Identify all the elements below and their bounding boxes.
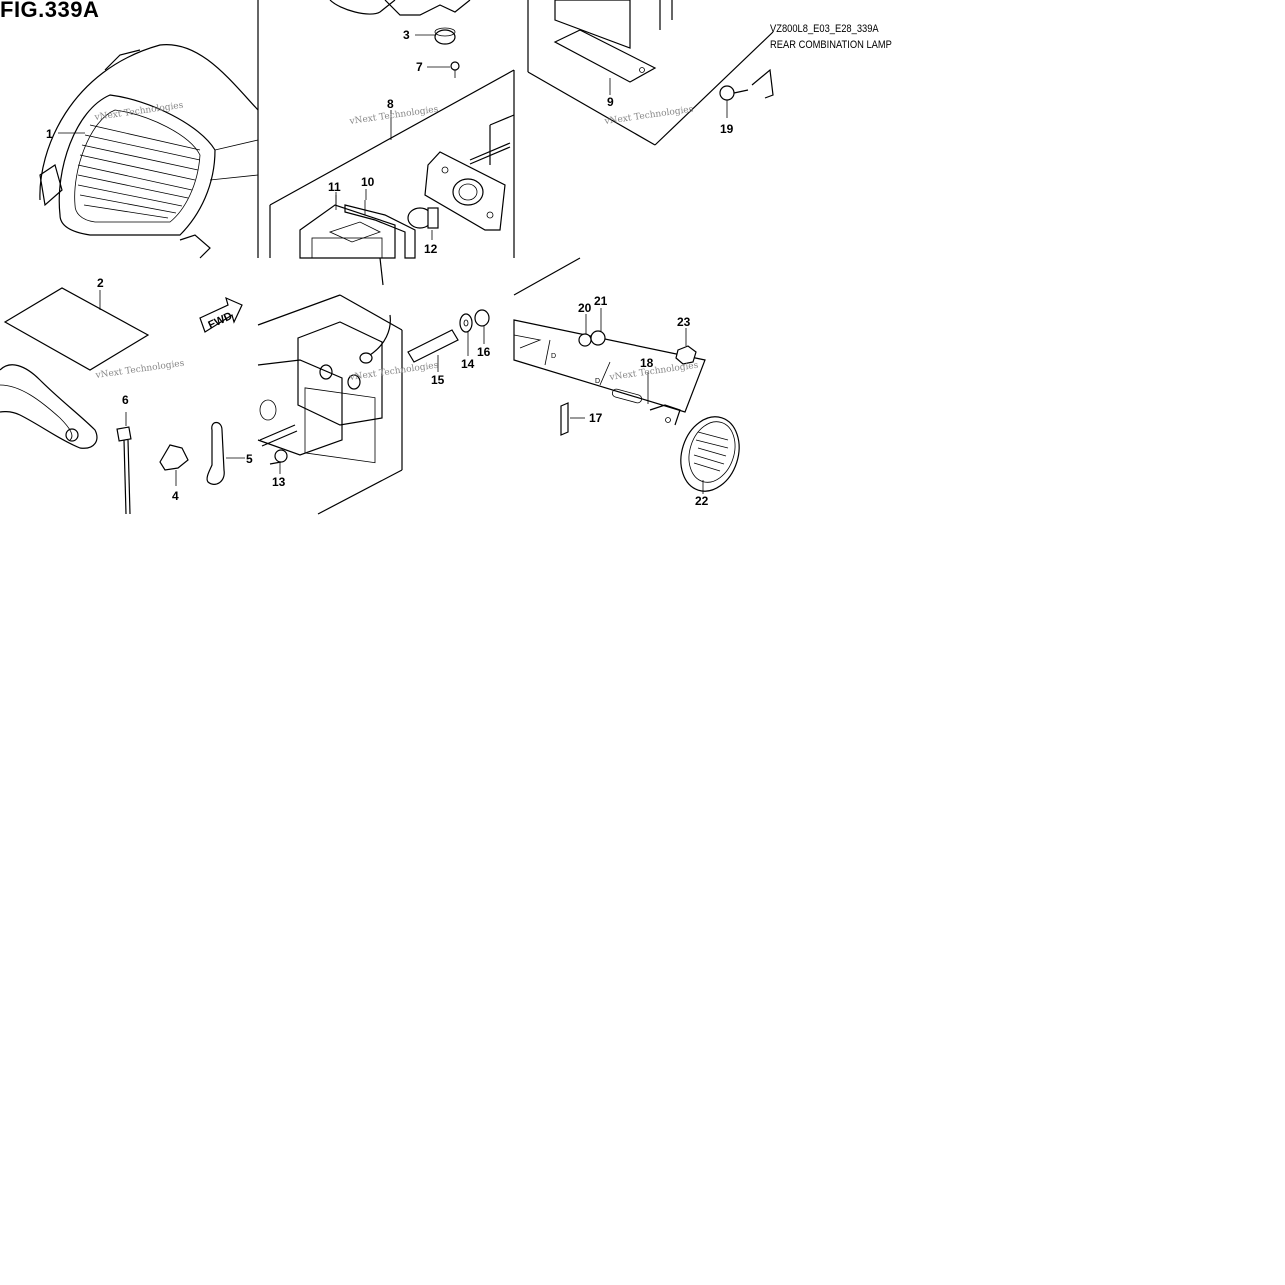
- callout-23: 23: [677, 315, 691, 329]
- callout-12: 12: [424, 242, 438, 256]
- part-reflector-bracket: D D: [513, 308, 740, 494]
- callout-labels: 1 2 3 4 5 6 7 8 9 10 11 12 13 14 15 16 1…: [46, 28, 734, 508]
- callout-6: 6: [122, 393, 129, 407]
- svg-text:D: D: [595, 378, 600, 385]
- leader-lines: [58, 132, 367, 310]
- diagram-name: REAR COMBINATION LAMP: [770, 39, 892, 51]
- part-license-lamp: [299, 110, 515, 286]
- callout-21: 21: [594, 294, 608, 308]
- part-grommet-top: [329, 0, 471, 78]
- callout-7: 7: [416, 60, 423, 74]
- callout-19: 19: [720, 122, 734, 136]
- watermark: vNext Technologies: [93, 101, 184, 124]
- model-code: VZ800L8_E03_E28_339A: [770, 23, 879, 35]
- callout-20: 20: [578, 301, 592, 315]
- callout-22: 22: [695, 494, 709, 508]
- watermark: vNext Technologies: [603, 105, 694, 128]
- callout-10: 10: [361, 175, 375, 189]
- callout-11: 11: [328, 180, 341, 194]
- callout-17: 17: [589, 411, 603, 425]
- callout-14: 14: [461, 357, 475, 371]
- part-reflector-plate: [553, 0, 774, 118]
- fwd-arrow-icon: FWD: [199, 296, 243, 333]
- callout-13: 13: [272, 475, 286, 489]
- callout-5: 5: [246, 452, 253, 466]
- callout-8: 8: [387, 97, 394, 111]
- part-plate-gasket: [0, 287, 150, 449]
- part-rear-fender: [39, 44, 259, 259]
- part-lamp-assembly: [257, 309, 490, 474]
- part-clamps: [116, 412, 245, 515]
- callout-4: 4: [172, 489, 179, 503]
- callout-3: 3: [403, 28, 410, 42]
- callout-18: 18: [640, 356, 654, 370]
- callout-2: 2: [97, 276, 104, 290]
- svg-text:D: D: [551, 353, 556, 360]
- callout-15: 15: [431, 373, 445, 387]
- callout-16: 16: [477, 345, 491, 359]
- figure-title: FIG.339A: [0, 0, 100, 22]
- callout-9: 9: [607, 95, 614, 109]
- panel-borders: [257, 0, 774, 515]
- watermark: vNext Technologies: [94, 359, 185, 382]
- callout-1: 1: [46, 127, 53, 141]
